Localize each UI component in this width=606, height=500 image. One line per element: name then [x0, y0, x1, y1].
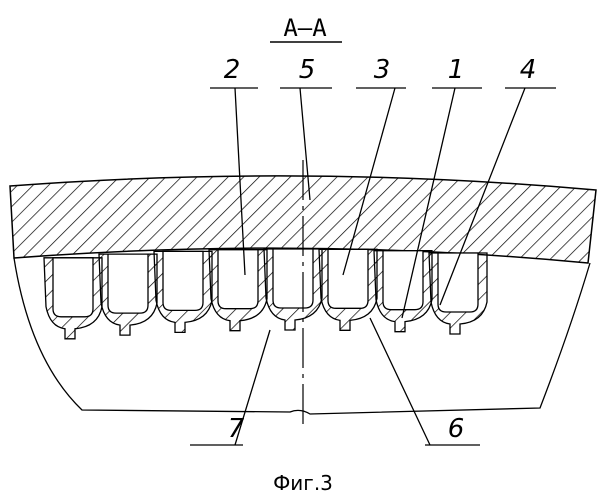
label-2: 2: [224, 55, 241, 85]
label-5: 5: [299, 55, 316, 85]
cell-cavity: [218, 250, 258, 309]
cell-cavity: [273, 249, 313, 308]
figure-caption: Фиг.3: [273, 471, 333, 495]
cell-cavity: [53, 258, 93, 317]
section-title: A–A: [283, 14, 327, 42]
label-3: 3: [374, 55, 391, 85]
label-4: 4: [520, 55, 537, 85]
cell-cavity: [108, 254, 148, 313]
cell-row: [44, 249, 487, 339]
cell-cavity: [383, 251, 423, 310]
label-1: 1: [448, 55, 465, 85]
label-7: 7: [228, 414, 245, 444]
cell-cavity: [163, 251, 203, 310]
label-6: 6: [448, 414, 465, 444]
cell-cavity: [438, 253, 478, 312]
